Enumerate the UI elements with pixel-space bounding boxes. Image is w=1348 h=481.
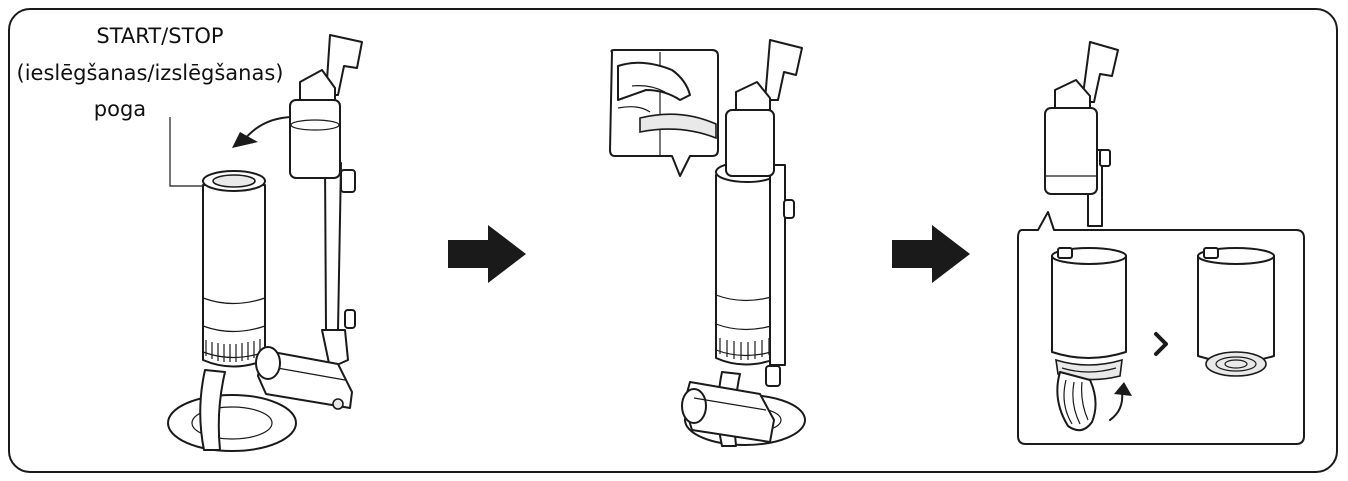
start-stop-button [212,174,256,188]
curved-arrow-icon [243,116,293,141]
step-1-illustration [167,34,363,452]
clean-station-body [715,174,779,366]
dust-bin-closed [1197,247,1275,377]
stick-vacuum [255,34,363,410]
button-press-callout [609,49,719,177]
rotate-arrow-icon [1109,391,1124,421]
step-2-illustration [609,39,806,447]
clean-station-body [202,170,266,368]
dust-bin-open [1051,247,1132,432]
station-base [167,394,297,452]
callout-leader-line [169,117,205,187]
start-stop-label-lv: (ieslēgšanas/izslēgšanas) [16,61,284,85]
diagram-frame [8,8,1338,473]
start-stop-label: START/STOP [96,24,224,48]
step-3-illustration [1017,41,1305,445]
button-word-label: poga [93,97,147,121]
chevron-right-icon [1154,332,1168,356]
finger-icon [617,61,691,101]
right-arrow-icon [892,225,970,283]
right-arrow-icon [448,225,526,283]
